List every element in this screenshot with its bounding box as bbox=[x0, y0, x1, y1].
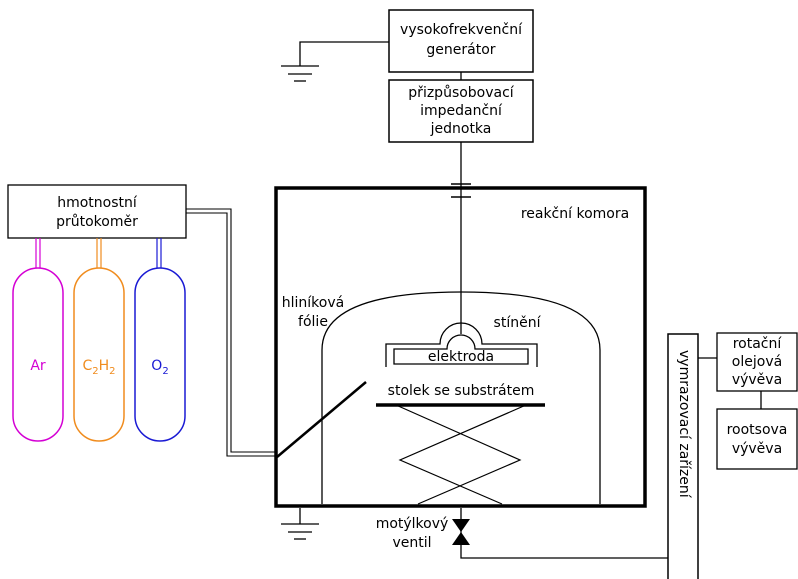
rotary-label-3: vývěva bbox=[732, 372, 782, 388]
ground-symbol-chamber bbox=[281, 508, 319, 540]
gas-cylinder-o2: O2 bbox=[134, 238, 186, 442]
gas-label-c2h2: C2H2 bbox=[82, 358, 115, 377]
rotary-label-2: olejová bbox=[732, 354, 782, 370]
reaction-chamber: reakční komora bbox=[274, 186, 647, 508]
gas-label-o2: O2 bbox=[151, 358, 168, 377]
butterfly-valve: motýlkový ventil bbox=[376, 508, 668, 559]
flowmeter-label-1: hmotnostní bbox=[57, 195, 138, 211]
mass-flow-meter: hmotnostní průtokoměr bbox=[7, 184, 187, 239]
valve-label-1: motýlkový bbox=[376, 516, 449, 532]
foil-label-2: fólie bbox=[298, 314, 328, 330]
gas-cylinder-c2h2: C2H2 bbox=[73, 238, 125, 442]
roots-pump: rootsova vývěva bbox=[716, 408, 798, 470]
rf-generator-label-1: vysokofrekvenční bbox=[400, 22, 523, 38]
freezer-label: vymrazovací zařízení bbox=[676, 350, 692, 499]
matching-label-2: impedanční bbox=[420, 103, 503, 119]
electrode-label: elektroda bbox=[428, 349, 494, 365]
flowmeter-label-2: průtokoměr bbox=[56, 214, 138, 230]
gas-inlet-tube bbox=[276, 381, 367, 458]
electrode: elektroda bbox=[393, 334, 529, 365]
ground-symbol-generator bbox=[281, 41, 389, 82]
roots-label-2: vývěva bbox=[732, 441, 782, 457]
rf-feedthrough bbox=[451, 142, 471, 334]
aluminium-foil: hliníková fólie bbox=[282, 291, 601, 504]
rotary-oil-pump: rotační olejová vývěva bbox=[716, 332, 798, 392]
matching-label-3: jednotka bbox=[430, 121, 492, 137]
gas-cylinder-ar: Ar bbox=[12, 238, 64, 442]
valve-label-2: ventil bbox=[392, 535, 431, 551]
gas-label-ar: Ar bbox=[30, 358, 46, 374]
rotary-label-1: rotační bbox=[733, 336, 783, 352]
freezing-device: vymrazovací zařízení bbox=[667, 333, 699, 579]
chamber-label: reakční komora bbox=[521, 206, 629, 222]
impedance-matching-unit: přizpůsobovací impedanční jednotka bbox=[388, 79, 534, 143]
rf-generator: vysokofrekvenční generátor bbox=[388, 9, 534, 73]
stage-label: stolek se substrátem bbox=[388, 383, 535, 399]
foil-label-1: hliníková bbox=[282, 295, 344, 311]
rf-generator-label-2: generátor bbox=[426, 42, 495, 58]
matching-label-1: přizpůsobovací bbox=[408, 85, 515, 101]
shielding: stínění bbox=[385, 315, 542, 367]
roots-label-1: rootsova bbox=[727, 422, 788, 438]
shield-label: stínění bbox=[494, 315, 542, 331]
gas-inlet-line bbox=[186, 208, 277, 457]
substrate-stage: stolek se substrátem bbox=[376, 383, 545, 505]
